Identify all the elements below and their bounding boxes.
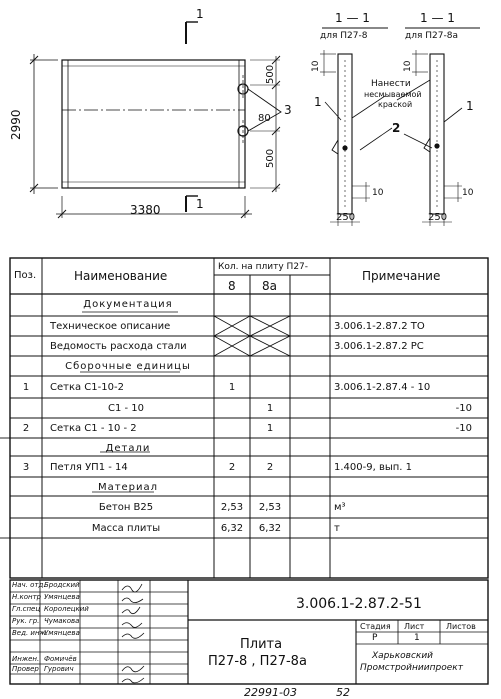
stamp-person-name: Бродский [44, 581, 80, 589]
dim-10-right-bottom: 10 [462, 188, 474, 198]
note-line-3: краской [378, 100, 413, 109]
section-title-left: 1 — 1 [335, 11, 370, 25]
table-row-name: Петля УП1 - 14 [50, 462, 128, 473]
section-for-p27-8: для П27-8 [320, 31, 368, 41]
stamp-person-name: Умянцева [44, 593, 80, 601]
table-row-pos: 1 [22, 382, 30, 393]
table-row-name: Бетон В25 [98, 502, 154, 513]
table-row-qty-8a: 1 [266, 423, 274, 434]
table-row-name: С1 - 10 [107, 403, 145, 414]
header-pos: Поз. [14, 270, 37, 281]
section-mark-top: 1 [196, 7, 204, 21]
callout-3: 3 [284, 103, 292, 117]
table-row-qty-8: 2 [228, 462, 236, 473]
sheets-label: Листов [446, 622, 476, 631]
table-row-section-heading: Детали [105, 443, 151, 454]
table-row-section-heading: Материал [97, 482, 159, 493]
stamp-role: Инжен. [12, 655, 40, 663]
stage-label: Стадия [360, 622, 391, 631]
table-row-section-heading: Сборочные единицы [65, 361, 191, 372]
stamp-role: Вед. инж. [12, 629, 49, 637]
header-note: Примечание [362, 269, 441, 283]
stamp-role: Гл.спец [12, 605, 41, 613]
stamp-role: Провер [12, 665, 39, 673]
callout-2: 2 [392, 121, 401, 135]
callout-1-right: 1 [466, 99, 474, 113]
dim-250-right: 250 [428, 212, 448, 223]
dim-width: 3380 [130, 203, 161, 217]
archive-number: 22991-03 [244, 686, 297, 699]
dim-500-top: 500 [265, 64, 276, 84]
note-line-2: несмываемой [364, 90, 422, 99]
table-row-note: т [334, 523, 340, 534]
header-qty-8a: 8а [262, 279, 277, 293]
dim-10-left-top: 10 [311, 60, 321, 72]
page-number: 52 [336, 686, 350, 699]
table-row-qty-8a: 1 [266, 403, 274, 414]
stamp-person-name: Фомичёв [44, 655, 77, 663]
stage-value: Р [372, 633, 378, 643]
stamp-role: Н.контр [12, 593, 42, 601]
sheet-value: 1 [414, 633, 420, 643]
table-row-qty-8: 6,32 [220, 523, 244, 534]
stamp-person-name: Гурович [44, 665, 74, 673]
table-row-section-heading: Документация [83, 299, 173, 310]
table-row-name: Техническое описание [50, 321, 171, 332]
doc-code: 3.006.1-2.87.2-51 [296, 596, 422, 612]
dim-10-left-bottom: 10 [372, 188, 384, 198]
sheet-label: Лист [404, 622, 425, 631]
header-qty-8: 8 [228, 279, 236, 293]
section-mark-bottom: 1 [196, 197, 204, 211]
dim-500-bottom: 500 [265, 148, 276, 168]
table-row-qty-8: 1 [228, 382, 236, 393]
callout-1-left: 1 [314, 95, 322, 109]
org-line-1: Харьковский [372, 651, 434, 661]
org-line-2: Промстройниипроект [360, 663, 463, 673]
table-row-note: 1.400-9, вып. 1 [334, 462, 413, 473]
dim-250-left: 250 [336, 212, 356, 223]
dim-80: 80 [258, 113, 271, 124]
table-row-note: 3.006.1-2.87.2 ТО [334, 321, 425, 332]
table-row-qty-8a: 2 [266, 462, 274, 473]
header-qty: Кол. на плиту П27- [218, 262, 309, 272]
header-name: Наименование [74, 269, 168, 283]
table-row-pos: 2 [22, 423, 30, 434]
title-line-2: П27-8 , П27-8а [208, 654, 307, 669]
table-row-note: -10 [455, 423, 472, 434]
stamp-person-name: Королецкий [44, 605, 89, 613]
dim-10-right-top: 10 [403, 60, 413, 72]
table-row-name: Сетка С1 - 10 - 2 [50, 423, 137, 434]
table-row-qty-8a: 2,53 [258, 502, 282, 513]
table-row-qty-8: 2,53 [220, 502, 244, 513]
table-row-note: м³ [334, 502, 346, 513]
table-row-note: 3.006.1-2.87.2 РС [334, 341, 424, 352]
table-row-qty-8a: 6,32 [258, 523, 282, 534]
section-for-p27-8a: для П27-8а [405, 31, 458, 41]
table-row-name: Масса плиты [91, 523, 161, 534]
table-row-note: -10 [455, 403, 472, 414]
note-line-1: Нанести [371, 79, 411, 89]
stamp-role: Нач. отд. [12, 581, 46, 589]
stamp-person-name: Умянцева [44, 629, 80, 637]
table-row-name: Ведомость расхода стали [50, 341, 187, 352]
slab-outline [61, 59, 246, 189]
section-title-right: 1 — 1 [420, 11, 455, 25]
stamp-role: Рук. гр. [12, 617, 40, 625]
table-row-note: 3.006.1-2.87.4 - 10 [334, 382, 431, 393]
stamp-person-name: Чумакова [44, 617, 80, 625]
table-row-name: Сетка С1-10-2 [50, 382, 124, 393]
title-line-1: Плита [240, 637, 283, 652]
table-row-pos: 3 [22, 462, 30, 473]
dim-height: 2990 [9, 109, 23, 140]
